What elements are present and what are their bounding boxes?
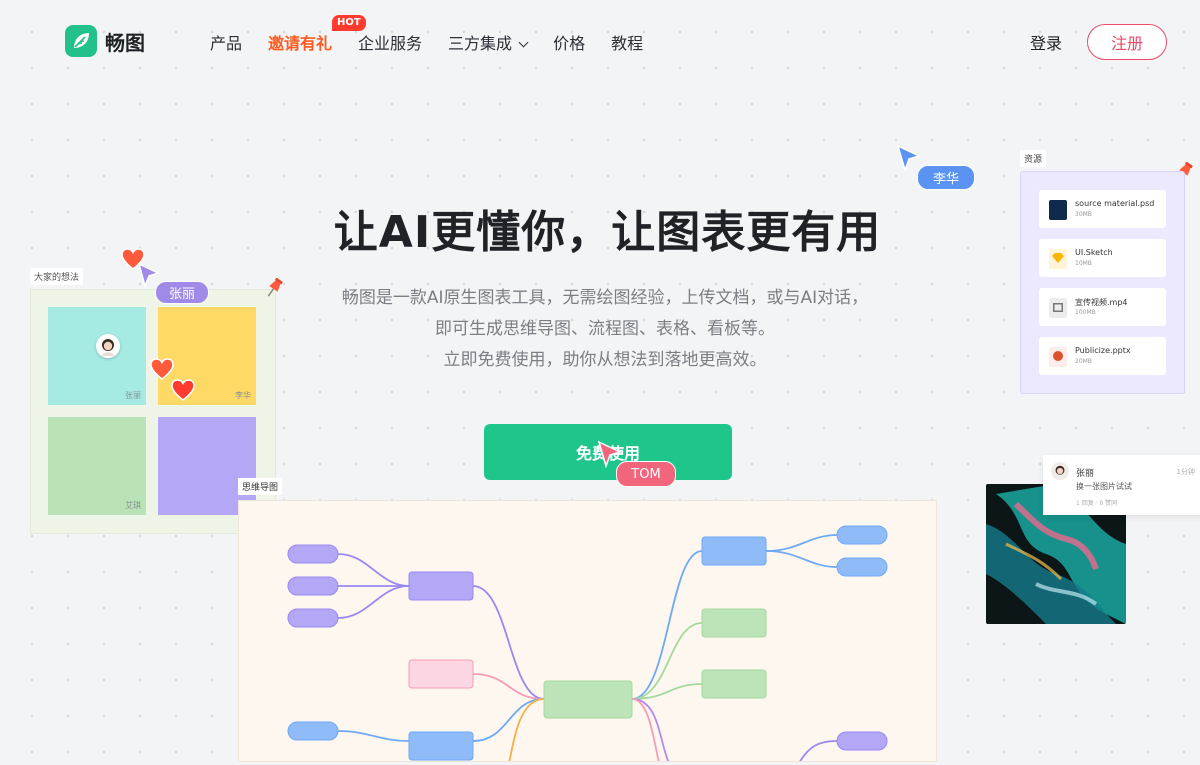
hot-badge: HOT (332, 15, 366, 31)
file-name: Publicize.pptx (1075, 346, 1131, 355)
register-button[interactable]: 注册 (1087, 24, 1167, 60)
file-card[interactable]: Publicize.pptx 20MB (1039, 337, 1166, 375)
cursor-tag-tom: TOM (616, 461, 676, 487)
file-card[interactable]: source material.psd 30MB (1039, 190, 1166, 228)
hero-desc-line: 畅图是一款AI原生图表工具，无需绘图经验，上传文档，或与AI对话， (341, 288, 869, 308)
nav-item-label: 邀请有礼 (268, 34, 333, 53)
psd-file-icon (1049, 200, 1067, 220)
sticky-note[interactable]: 张丽 (48, 307, 146, 405)
nav-item-pricing[interactable]: 价格 (553, 30, 585, 54)
file-card[interactable]: 宣传视频.mp4 100MB (1039, 288, 1166, 326)
file-name: UI.Sketch (1075, 248, 1113, 257)
nav-item-integrations[interactable]: 三方集成 (448, 30, 529, 54)
cursor-icon (896, 144, 922, 172)
heart-icon (150, 358, 174, 380)
comment-time: 1分钟 (1176, 468, 1195, 476)
note-author: 张丽 (125, 391, 141, 400)
brand-logo[interactable]: 畅图 (65, 25, 145, 57)
file-size: 100MB (1075, 309, 1096, 316)
login-link[interactable]: 登录 (1030, 34, 1063, 53)
hero-description: 畅图是一款AI原生图表工具，无需绘图经验，上传文档，或与AI对话， 即可生成思维… (0, 283, 1200, 376)
nav-item-enterprise[interactable]: 企业服务 (358, 30, 422, 54)
nav-item-tutorials[interactable]: 教程 (611, 30, 643, 54)
resources-panel: source material.psd 30MB UI.Sketch 10MB … (1020, 171, 1185, 394)
nav-item-label: 产品 (210, 34, 243, 53)
nav-item-label: 价格 (553, 34, 586, 53)
leaf-icon (65, 25, 97, 57)
nav-item-invite[interactable]: 邀请有礼 HOT (268, 15, 366, 54)
file-name: 宣传视频.mp4 (1075, 298, 1128, 307)
video-file-icon (1049, 298, 1067, 318)
note-author: 李华 (235, 391, 251, 400)
main-menu: 产品 邀请有礼 HOT 企业服务 三方集成 价格 教程 (210, 15, 669, 54)
idea-board[interactable]: 张丽 李华 艾琪 (30, 289, 276, 534)
file-card[interactable]: UI.Sketch 10MB (1039, 239, 1166, 277)
note-author: 艾琪 (125, 501, 141, 510)
sticky-note[interactable] (158, 417, 256, 515)
heart-icon (171, 379, 195, 401)
cursor-tag-zhangli: 张丽 (155, 281, 209, 304)
nav-item-label: 企业服务 (358, 34, 423, 53)
pushpin-icon (267, 277, 283, 297)
resources-label: 资源 (1020, 150, 1047, 167)
comment-text: 换一张图片试试 (1076, 482, 1132, 491)
nav-item-label: 教程 (611, 34, 644, 53)
brand-name: 畅图 (105, 30, 145, 55)
file-name: source material.psd (1075, 199, 1155, 208)
avatar (1051, 462, 1069, 480)
file-size: 10MB (1075, 260, 1092, 267)
mindmap-canvas[interactable] (238, 500, 937, 764)
top-nav: 畅图 产品 邀请有礼 HOT 企业服务 三方集成 价格 教程 登录 注册 (0, 0, 1200, 82)
cursor-icon (597, 440, 623, 468)
nav-item-label: 三方集成 (448, 34, 513, 53)
sketch-file-icon (1049, 249, 1067, 269)
cursor-tag-lihua: 李华 (917, 165, 975, 190)
hero-desc-line: 即可生成思维导图、流程图、表格、看板等。 (435, 319, 775, 339)
file-size: 30MB (1075, 211, 1092, 218)
nav-item-product[interactable]: 产品 (210, 30, 242, 54)
board-label: 大家的想法 (30, 268, 84, 285)
file-size: 20MB (1075, 358, 1092, 365)
hero-desc-line: 立即免费使用，助你从想法到落地更高效。 (443, 350, 767, 370)
hero-title: 让AI更懂你，让图表更有用 (333, 207, 882, 258)
comment-author: 张丽 (1076, 469, 1095, 479)
sticky-note[interactable]: 艾琪 (48, 417, 146, 515)
avatar (96, 334, 120, 358)
comment-card[interactable]: 张丽 1分钟 换一张图片试试 1 回复 · 0 赞同 (1043, 455, 1200, 515)
chevron-down-icon (518, 37, 529, 48)
cursor-icon (137, 262, 161, 288)
mindmap-label: 思维导图 (238, 478, 283, 495)
ppt-file-icon (1049, 347, 1067, 367)
mindmap-diagram (287, 525, 888, 764)
comment-meta: 1 回复 · 0 赞同 (1076, 500, 1118, 507)
